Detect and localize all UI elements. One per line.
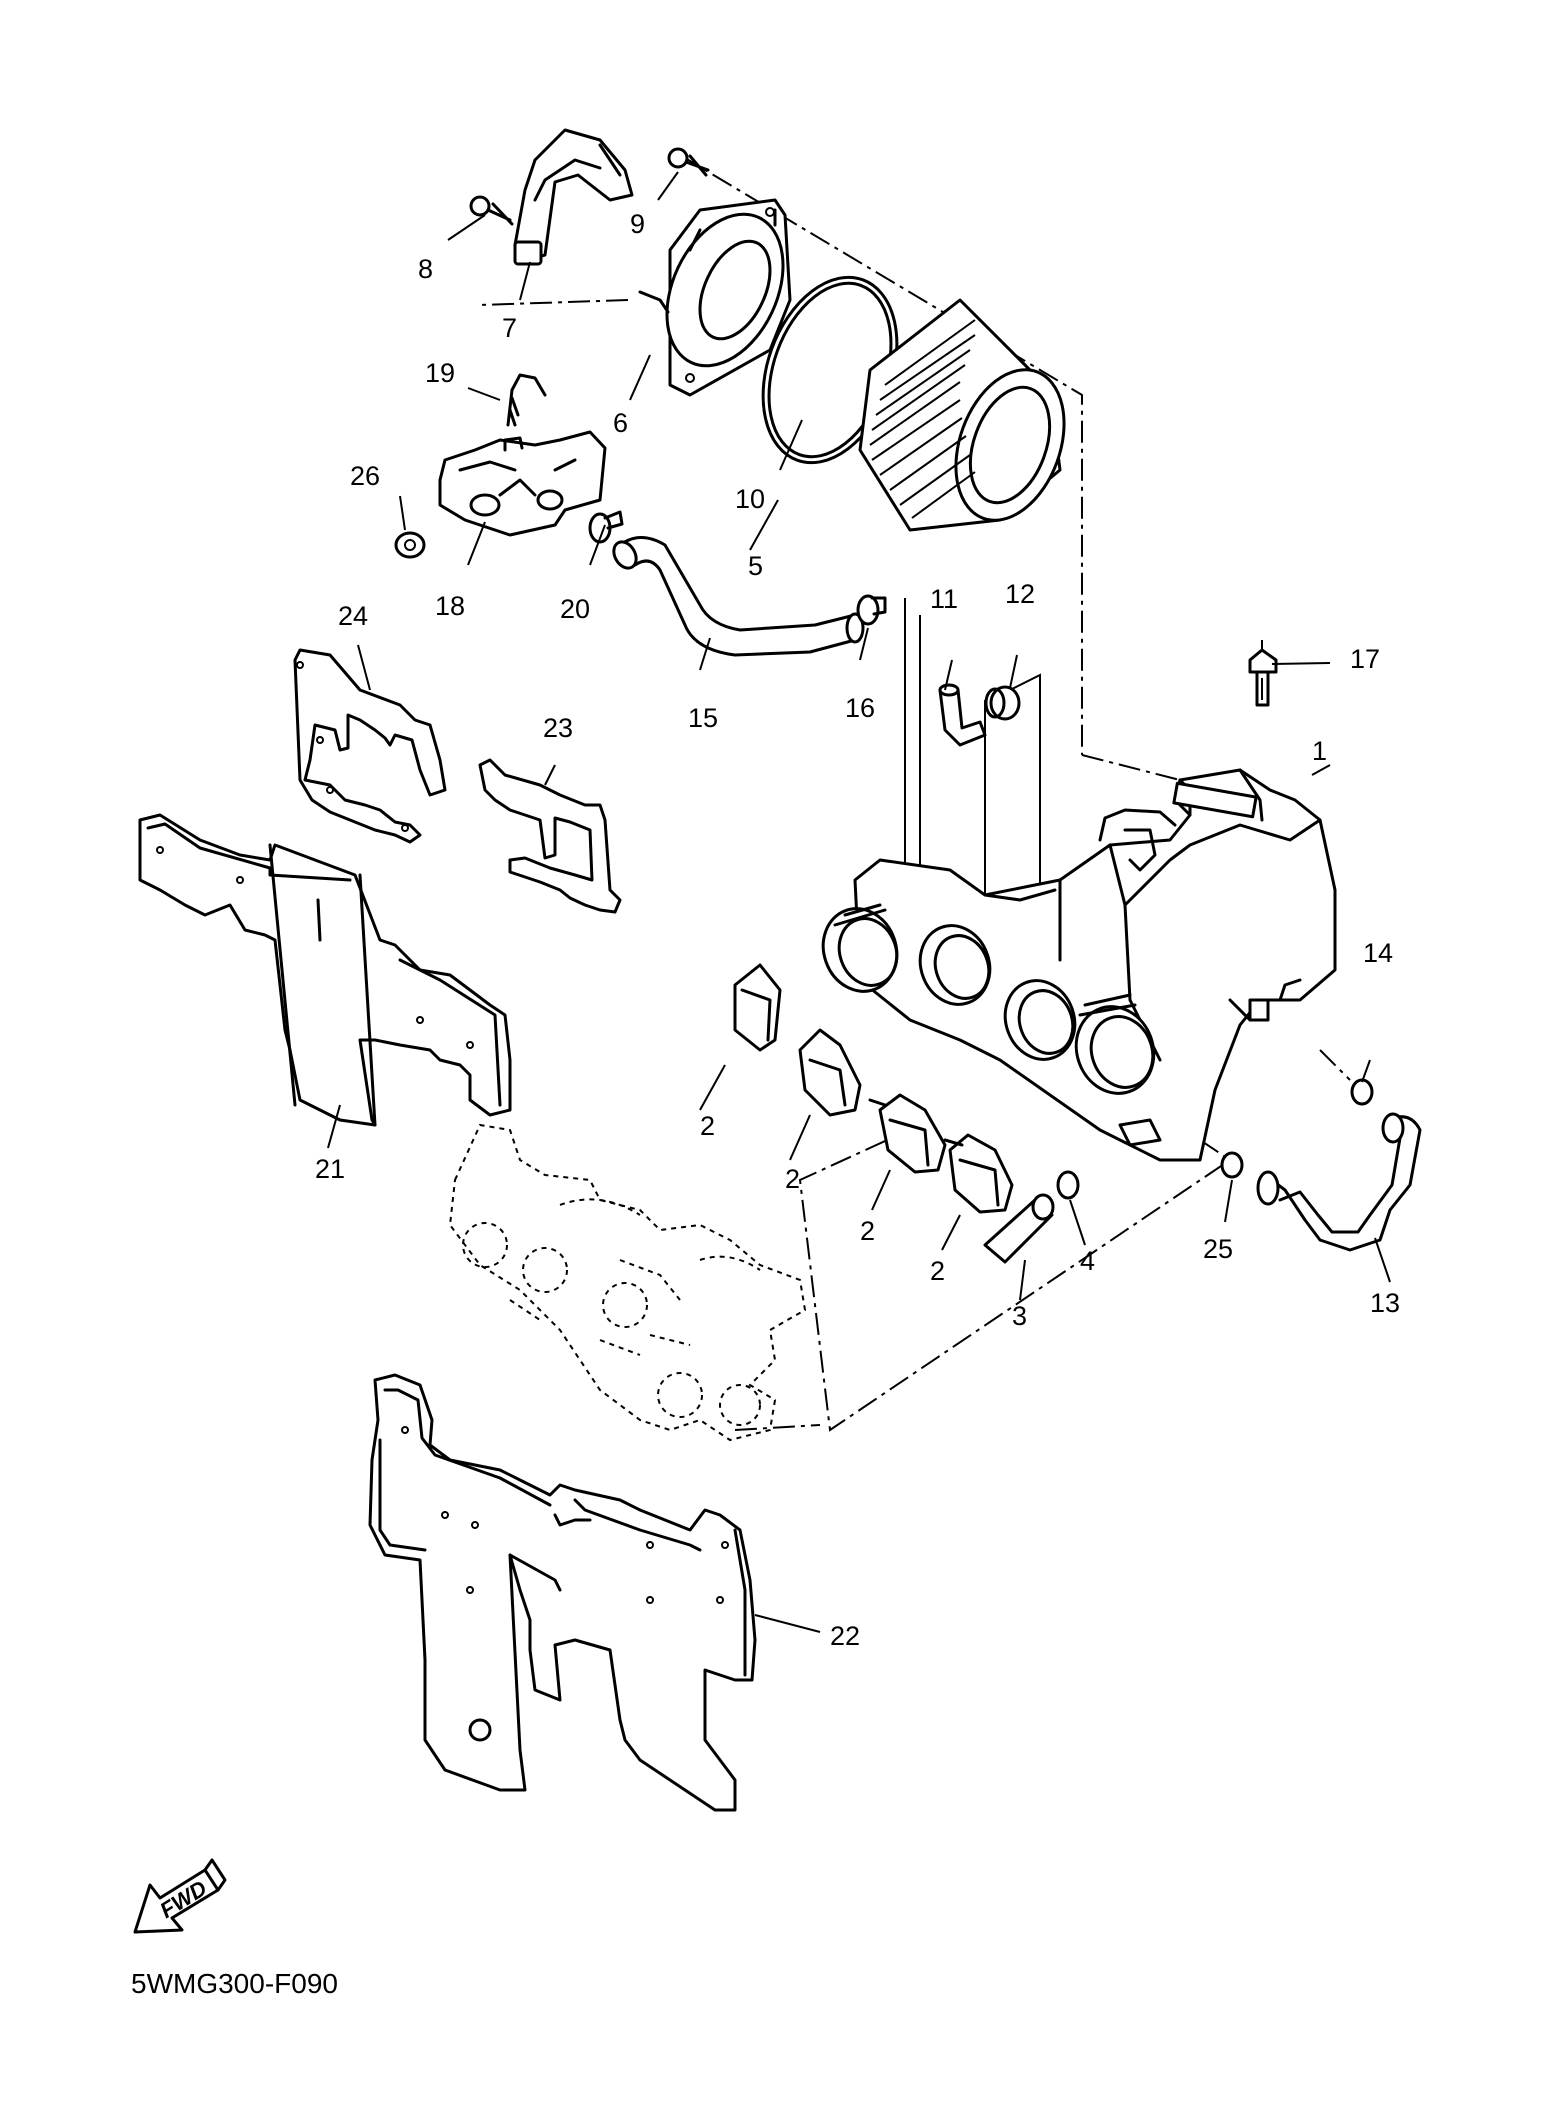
leader-lines (327, 171, 1391, 1633)
part-26-nut (394, 531, 426, 559)
label-7: 7 (502, 313, 517, 343)
screw-9 (667, 147, 710, 177)
part-15-hose (612, 536, 865, 657)
fwd-arrow-icon: FWD (133, 1858, 227, 1934)
part-number-labels: 1 2 2 2 2 3 4 5 6 7 8 9 10 11 12 13 14 1… (315, 209, 1400, 1651)
part-17-bolt (1248, 648, 1278, 707)
label-26: 26 (350, 461, 380, 491)
part-25-clip (1220, 1151, 1244, 1179)
label-13: 13 (1370, 1288, 1400, 1318)
part-3-fitting (983, 1193, 1055, 1264)
part-20-clamp (588, 510, 624, 544)
label-11: 11 (930, 584, 958, 614)
label-5: 5 (748, 551, 763, 581)
diagram-code: 5WMG300-F090 (131, 1968, 338, 1999)
label-1: 1 (1312, 736, 1327, 766)
carburetor-assembly-reference (448, 1123, 807, 1442)
label-6: 6 (613, 408, 628, 438)
part-21-plate (138, 813, 512, 1127)
label-18: 18 (435, 591, 465, 621)
label-14: 14 (1363, 938, 1393, 968)
intake-joints (821, 903, 1156, 1095)
label-15: 15 (688, 703, 718, 733)
label-22: 22 (830, 1621, 860, 1651)
part-22-plate (368, 1373, 757, 1812)
part-16-clamp (856, 594, 887, 626)
part-4-clip (1056, 1170, 1080, 1200)
label-24: 24 (338, 601, 368, 631)
label-12: 12 (1005, 579, 1035, 609)
part-2-bands (733, 963, 1014, 1214)
label-17: 17 (1350, 644, 1380, 674)
part-6-filter-case-cap (638, 198, 792, 397)
screw-8 (469, 195, 514, 226)
part-11-elbow-fitting (938, 683, 987, 747)
label-21: 21 (315, 1154, 345, 1184)
label-16: 16 (845, 693, 875, 723)
label-25: 25 (1203, 1234, 1233, 1264)
label-9: 9 (630, 209, 645, 239)
label-10: 10 (735, 484, 765, 514)
part-19-clip (506, 373, 547, 427)
part-14-clip (1350, 1078, 1374, 1106)
label-4: 4 (1080, 1246, 1095, 1276)
label-19: 19 (425, 358, 455, 388)
label-20: 20 (560, 594, 590, 624)
part-18-valve (438, 430, 607, 537)
part-13-hose (1256, 1112, 1422, 1252)
label-2b: 2 (785, 1164, 800, 1194)
label-3: 3 (1012, 1301, 1027, 1331)
label-2a: 2 (700, 1111, 715, 1141)
label-2d: 2 (930, 1256, 945, 1286)
part-5-filter-element (858, 298, 1066, 532)
part-7-cover (513, 128, 634, 266)
part-12-cap (984, 685, 1021, 721)
part-24-panel (293, 648, 447, 844)
part-23-panel (478, 758, 622, 914)
part-1-air-filter-case (853, 768, 1337, 1162)
label-23: 23 (543, 713, 573, 743)
label-2c: 2 (860, 1216, 875, 1246)
label-8: 8 (418, 254, 433, 284)
